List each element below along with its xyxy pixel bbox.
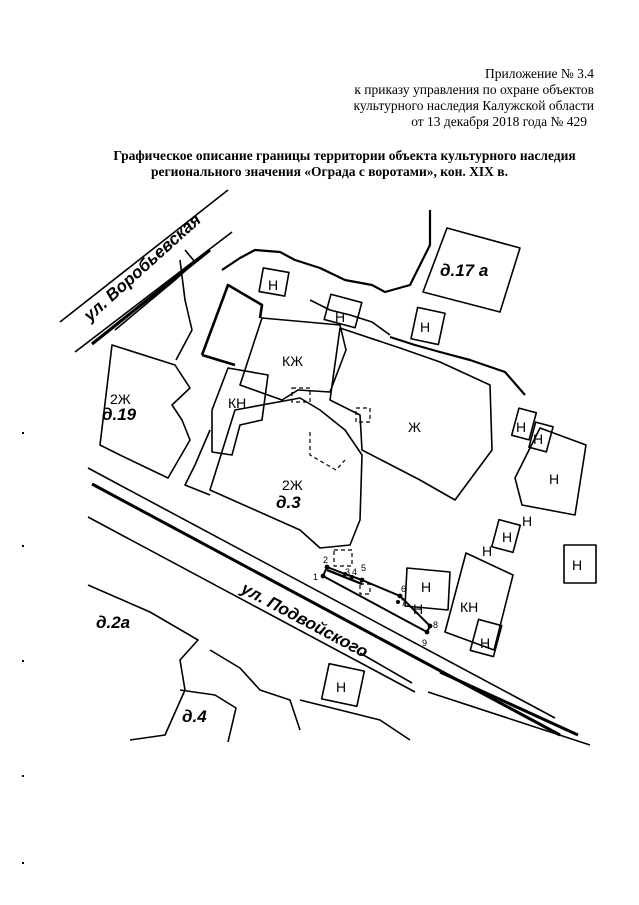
site-plan-map: ул. Воробьевская ул. Подвойского д.17 а … — [59, 189, 597, 746]
parcel-line — [200, 283, 264, 356]
label-2zh-d19: 2Ж — [110, 391, 131, 407]
document-title-line-1: Графическое описание границы территории … — [113, 148, 576, 163]
point-number-9: 9 — [422, 638, 427, 648]
point-number-6: 6 — [401, 584, 406, 594]
street-edge — [59, 189, 229, 323]
building-n-small — [410, 306, 446, 346]
scan-mark — [22, 660, 24, 662]
boundary-point-2 — [324, 564, 330, 570]
house-label-d17a: д.17 а — [440, 261, 488, 280]
label-n: Н — [516, 419, 526, 435]
label-kzh: КЖ — [282, 353, 303, 369]
boundary-point-8 — [427, 623, 433, 629]
authority-name: культурного наследия Калужской области — [353, 98, 594, 113]
building-2zh-d3 — [209, 397, 363, 549]
building-n-south — [320, 662, 366, 708]
boundary-point-3 — [343, 572, 347, 576]
scan-mark — [22, 432, 24, 434]
dashed-outbuilding — [355, 407, 371, 423]
label-n: Н — [336, 679, 346, 695]
parcel-line — [184, 429, 211, 496]
label-n: Н — [480, 635, 490, 651]
label-zh: Ж — [408, 419, 421, 435]
label-2zh-d3: 2Ж — [282, 477, 303, 493]
label-n: Н — [482, 543, 492, 559]
dashed-outbuilding — [333, 549, 353, 567]
label-n: Н — [533, 431, 543, 447]
fence-line — [221, 210, 432, 294]
label-n: Н — [549, 471, 559, 487]
street-edge — [87, 516, 416, 693]
building-n-small — [528, 421, 554, 453]
dashed-outbuilding — [291, 387, 311, 403]
scan-mark — [22, 545, 24, 547]
parcel-line — [209, 649, 301, 731]
scan-mark — [22, 862, 24, 864]
point-number-1: 1 — [313, 572, 318, 582]
scan-mark — [22, 775, 24, 777]
boundary-point-5 — [359, 577, 365, 583]
building-n-small — [510, 407, 538, 441]
building-n-small — [404, 567, 451, 611]
point-number-7: 7 — [401, 598, 406, 608]
street-edge — [427, 691, 591, 746]
boundary-point-1 — [320, 573, 326, 579]
house-label-d4: д.4 — [182, 707, 207, 726]
dashed-outbuilding — [309, 432, 346, 471]
street-edge — [359, 652, 413, 684]
boundary-point-7 — [396, 600, 400, 604]
building-n-small — [490, 518, 522, 554]
building-n-small — [258, 267, 290, 297]
document-title-line-2: регионального значения «Ограда с воротам… — [151, 164, 508, 179]
label-n: Н — [420, 319, 430, 335]
parcel-line — [114, 249, 196, 331]
label-n: Н — [572, 557, 582, 573]
boundary-point-9 — [424, 629, 430, 635]
building-kn — [211, 367, 269, 456]
point-number-8: 8 — [433, 620, 438, 630]
building-n-small — [469, 618, 503, 658]
parcel-line — [201, 353, 236, 367]
building-n-corner — [563, 544, 597, 584]
appendix-number: Приложение № 3.4 — [485, 66, 594, 81]
parcel-d2a — [87, 584, 199, 741]
building-zh — [329, 327, 493, 501]
street-edge — [439, 670, 579, 737]
label-n: Н — [335, 309, 345, 325]
building-kn-east — [444, 552, 514, 651]
fence-segment — [326, 568, 363, 586]
fence-line — [389, 335, 526, 396]
parcel-line — [175, 259, 193, 361]
building-n — [514, 427, 587, 516]
parcel-line — [299, 699, 411, 741]
street-edge — [91, 482, 561, 737]
order-date: от 13 декабря 2018 года № 429 — [411, 114, 587, 129]
boundary-point-6 — [397, 593, 403, 599]
point-number-5: 5 — [361, 563, 366, 573]
label-n: Н — [502, 529, 512, 545]
point-number-3: 3 — [345, 567, 350, 577]
dashed-outbuilding — [359, 583, 371, 595]
label-n: Н — [413, 601, 423, 617]
label-kn: КН — [228, 395, 246, 411]
label-n: Н — [522, 513, 532, 529]
building-n-small — [323, 293, 363, 329]
house-label-d3: д.3 — [276, 493, 301, 512]
parcel-line — [309, 299, 391, 336]
house-label-d2a: д.2а — [96, 613, 130, 632]
parcel-d17a — [422, 227, 521, 313]
label-n: Н — [268, 277, 278, 293]
label-kn-east: КН — [460, 599, 478, 615]
label-n: Н — [421, 579, 431, 595]
house-label-d19: д.19 — [102, 405, 137, 424]
point-number-2: 2 — [323, 555, 328, 565]
point-number-4: 4 — [352, 567, 357, 577]
order-reference: к приказу управления по охране объектов — [354, 82, 594, 97]
boundary-point-4 — [350, 575, 354, 579]
street-edge — [87, 467, 556, 719]
parcel-d4 — [179, 689, 237, 743]
parcel-d19 — [99, 344, 191, 479]
